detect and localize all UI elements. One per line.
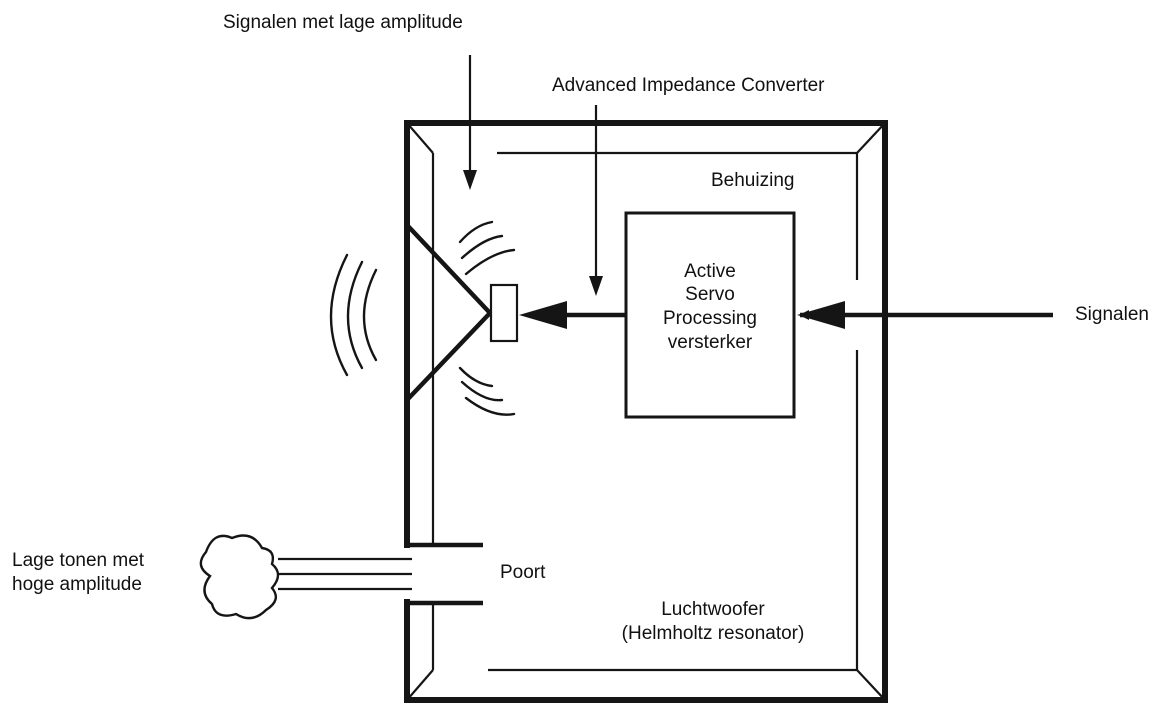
amp-label-line1: Active: [684, 261, 736, 282]
air-cloud-icon: [199, 534, 280, 620]
sound-waves-upper: [458, 220, 516, 276]
sound-waves-lower: [458, 366, 516, 416]
port-label: Poort: [500, 562, 546, 583]
airwoofer-label-line2: (Helmholtz resonator): [622, 623, 805, 644]
signal-input-arrowhead: [797, 301, 845, 329]
enclosure-label: Behuizing: [711, 170, 794, 191]
low-amplitude-label: Signalen met lage amplitude: [223, 12, 463, 33]
amp-label-line2: Servo: [685, 284, 735, 305]
port-opening: [405, 542, 483, 606]
converter-label: Advanced Impedance Converter: [552, 75, 825, 96]
air-flow-lines: [278, 557, 412, 591]
converter-pointer-head: [589, 276, 603, 296]
enclosure-outer-wall: [404, 120, 888, 703]
sound-waves-outer: [329, 253, 378, 377]
amp-label-line3: Processing: [663, 308, 757, 329]
signals-label: Signalen: [1075, 304, 1149, 325]
amp-label-line4: versterker: [668, 332, 753, 353]
enclosure-inner-wall: [406, 122, 886, 701]
low-amplitude-pointer-head: [463, 170, 477, 190]
impedance-converter-block: [489, 283, 519, 343]
low-tones-label-line1: Lage tonen met: [12, 550, 145, 571]
amp-to-converter-arrowhead: [519, 301, 567, 329]
low-tones-label-line2: hoge amplitude: [12, 574, 142, 595]
driver-cone: [405, 223, 492, 402]
airwoofer-label-line1: Luchtwoofer: [661, 599, 765, 620]
